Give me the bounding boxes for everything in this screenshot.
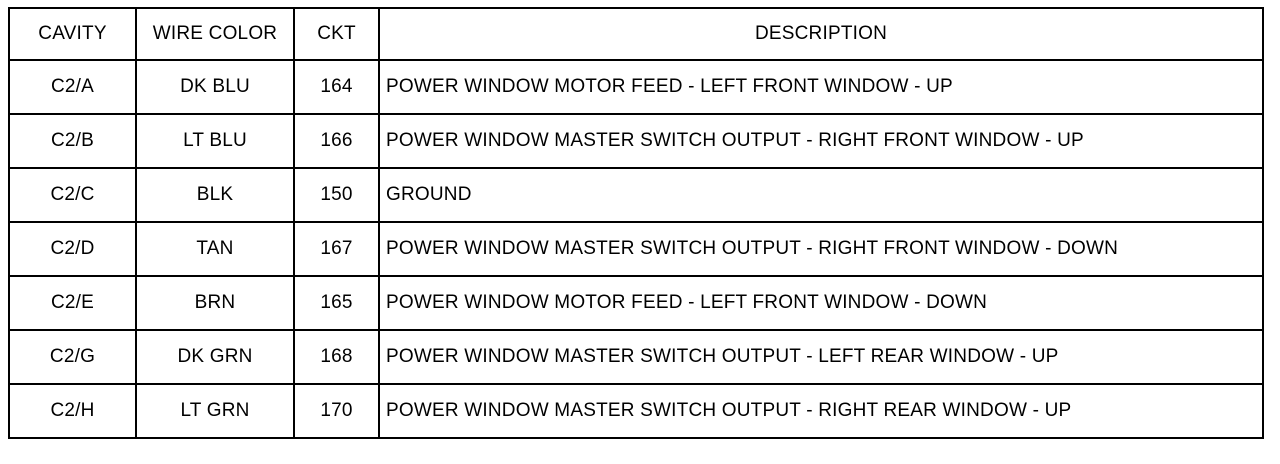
cell-wire-color: LT GRN [135,383,295,439]
cell-cavity: C2/A [8,59,137,115]
cell-ckt: 168 [293,329,380,385]
header-wire-color: WIRE COLOR [135,7,295,61]
cell-cavity: C2/E [8,275,137,331]
cell-description: POWER WINDOW MASTER SWITCH OUTPUT - RIGH… [378,113,1264,169]
cell-wire-color: BLK [135,167,295,223]
header-ckt: CKT [293,7,380,61]
cell-ckt: 165 [293,275,380,331]
cell-cavity: C2/D [8,221,137,277]
header-row: CAVITY WIRE COLOR CKT DESCRIPTION [8,7,1264,61]
cell-cavity: C2/H [8,383,137,439]
table-row: C2/B LT BLU 166 POWER WINDOW MASTER SWIT… [8,113,1264,169]
cell-cavity: C2/G [8,329,137,385]
cell-description: POWER WINDOW MASTER SWITCH OUTPUT - LEFT… [378,329,1264,385]
cell-description: GROUND [378,167,1264,223]
cell-ckt: 150 [293,167,380,223]
cell-description: POWER WINDOW MASTER SWITCH OUTPUT - RIGH… [378,383,1264,439]
table-row: C2/D TAN 167 POWER WINDOW MASTER SWITCH … [8,221,1264,277]
table-row: C2/C BLK 150 GROUND [8,167,1264,223]
cell-cavity: C2/C [8,167,137,223]
table-header: CAVITY WIRE COLOR CKT DESCRIPTION [8,7,1264,61]
cell-description: POWER WINDOW MOTOR FEED - LEFT FRONT WIN… [378,275,1264,331]
table-row: C2/H LT GRN 170 POWER WINDOW MASTER SWIT… [8,383,1264,439]
cell-wire-color: DK BLU [135,59,295,115]
header-cavity: CAVITY [8,7,137,61]
cell-description: POWER WINDOW MASTER SWITCH OUTPUT - RIGH… [378,221,1264,277]
cell-ckt: 170 [293,383,380,439]
table-row: C2/G DK GRN 168 POWER WINDOW MASTER SWIT… [8,329,1264,385]
cell-ckt: 166 [293,113,380,169]
cell-cavity: C2/B [8,113,137,169]
table-row: C2/E BRN 165 POWER WINDOW MOTOR FEED - L… [8,275,1264,331]
table-body: C2/A DK BLU 164 POWER WINDOW MOTOR FEED … [8,59,1264,439]
header-description: DESCRIPTION [378,7,1264,61]
cell-wire-color: LT BLU [135,113,295,169]
cell-ckt: 164 [293,59,380,115]
cell-wire-color: DK GRN [135,329,295,385]
connector-pinout-table: CAVITY WIRE COLOR CKT DESCRIPTION C2/A D… [8,7,1264,439]
cell-wire-color: BRN [135,275,295,331]
table-row: C2/A DK BLU 164 POWER WINDOW MOTOR FEED … [8,59,1264,115]
cell-ckt: 167 [293,221,380,277]
cell-wire-color: TAN [135,221,295,277]
cell-description: POWER WINDOW MOTOR FEED - LEFT FRONT WIN… [378,59,1264,115]
